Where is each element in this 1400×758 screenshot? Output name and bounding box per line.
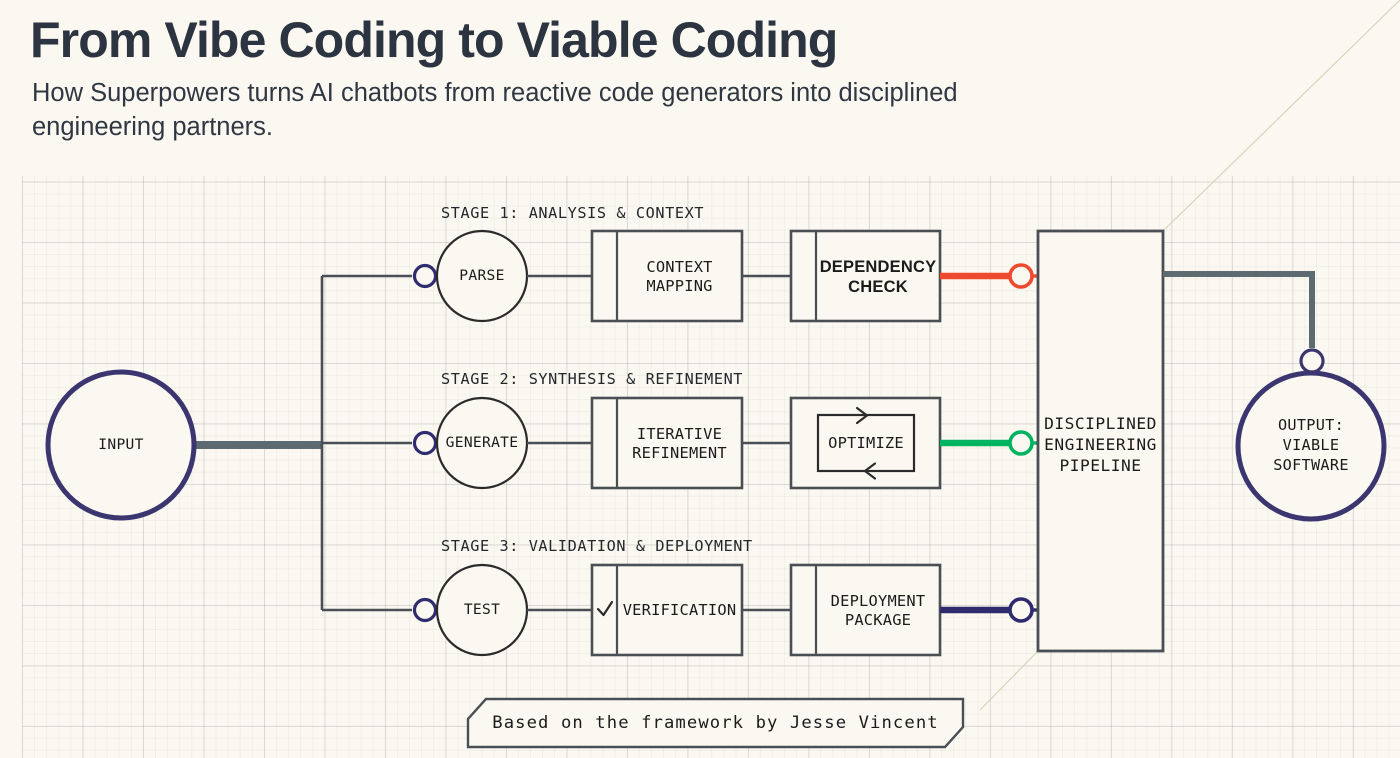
left-margin-background — [0, 0, 22, 758]
stage-3-node-test[interactable] — [435, 563, 529, 657]
branch-bus — [320, 274, 412, 612]
page-title: From Vibe Coding to Viable Coding — [30, 12, 838, 68]
check-icon — [596, 600, 614, 617]
header-background — [0, 0, 1400, 176]
disciplined-engineering-pipeline-box[interactable] — [1036, 229, 1165, 653]
loop-arrows-icon — [816, 406, 916, 480]
stage-3-step-verification[interactable] — [590, 563, 744, 657]
stage-2-entry-node[interactable] — [412, 430, 438, 456]
output-node[interactable] — [1235, 370, 1387, 522]
stage-1-row — [412, 229, 1039, 323]
stage-3-step-deployment-package[interactable] — [789, 563, 942, 657]
output-entry-node[interactable] — [1299, 348, 1325, 374]
stage-1-step-context-mapping[interactable] — [590, 229, 744, 323]
stage-1-node-parse[interactable] — [435, 229, 529, 323]
stage-2-connector-node[interactable] — [1008, 430, 1034, 456]
stage-2-row — [412, 396, 1039, 490]
background-diagonals — [979, 0, 1400, 711]
footer-banner — [466, 697, 965, 749]
stage-1-entry-node[interactable] — [412, 263, 438, 289]
pipeline-to-output-connector — [1163, 271, 1315, 348]
stage-3-entry-node[interactable] — [412, 597, 438, 623]
stage-2-node-generate[interactable] — [435, 396, 529, 490]
stage-2-step-optimize[interactable] — [789, 396, 942, 490]
header: From Vibe Coding to Viable Coding How Su… — [30, 12, 1130, 144]
page-subtitle: How Superpowers turns AI chatbots from r… — [32, 79, 958, 141]
stage-1-step-dependency-check[interactable] — [789, 229, 942, 323]
stage-3-connector-node[interactable] — [1008, 597, 1034, 623]
stage-2-step-iterative-refinement[interactable] — [590, 396, 744, 490]
stage-1-connector-node[interactable] — [1008, 263, 1034, 289]
input-node[interactable] — [45, 369, 197, 521]
stage-3-row — [412, 563, 1039, 657]
